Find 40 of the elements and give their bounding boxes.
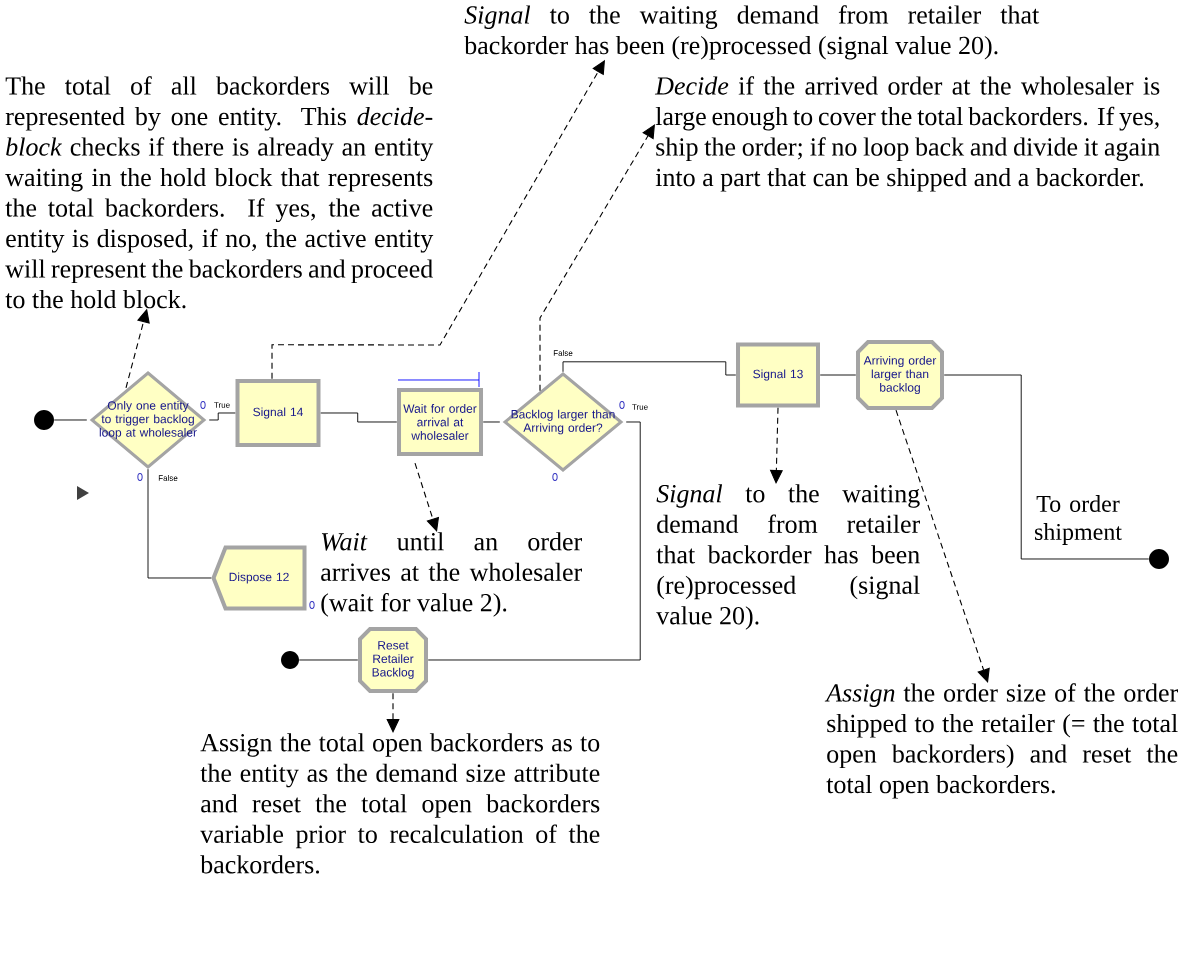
leader-line — [414, 462, 440, 532]
connector — [147, 468, 212, 579]
annotation-text: Signal to the waiting demand from retailer that backorder has been (re)processed (signal value 20). — [464, 5, 1040, 60]
connector — [320, 412, 398, 423]
counter-label: 0 — [619, 401, 625, 409]
connector — [943, 374, 1150, 560]
edge-label: True — [631, 403, 649, 411]
connector — [562, 361, 737, 376]
process-box: Wait for order arrival at wholesaler — [397, 388, 483, 456]
counter-label: 0 — [200, 401, 206, 409]
annotation-text: Assign the order size of the order shipped to the retailer (= the total open backorders) and reset the total open backorders. — [824, 683, 1178, 799]
connector — [208, 412, 236, 421]
connector — [53, 419, 88, 421]
connector — [482, 421, 501, 423]
annotation-text: Signal to the waiting demand from retailer that backorder has been (re)processed (signal value 20). — [656, 484, 920, 630]
annotation-text: The total of all backorders will be represented by one entity. This decide-block checks if there is already an entity waiting in the hold block that represents the total backorders. If yes, the active entity is disposed, if no, the active entity will represent the backorders and proceed to the hold block. — [5, 76, 434, 309]
connector-dot — [281, 651, 299, 669]
annotation-text: Wait until an order arrives at the wholesaler (wait for value 2). — [321, 532, 582, 617]
edge-label: To order shipment — [1022, 494, 1134, 546]
connector-dot — [34, 410, 54, 430]
edge-label: False — [552, 349, 574, 357]
connector-dot — [1149, 549, 1169, 569]
leader-line — [386, 692, 400, 733]
process-box: Signal 13 — [736, 342, 820, 408]
connector — [298, 659, 359, 661]
assign-block: Arriving order larger than backlog — [856, 340, 944, 410]
counter-label: 0 — [552, 473, 558, 481]
assign-block: Reset Retailer Backlog — [358, 627, 428, 693]
connector — [819, 374, 857, 376]
annotation-text: Assign the total open backorders as to the entity as the demand size attribute and reset the total open backorders variable prior to recalculation of the backorders. — [200, 733, 600, 874]
dispose-block: Dispose 12 — [211, 545, 307, 611]
leader-line — [539, 124, 655, 392]
counter-label: 0 — [137, 473, 143, 481]
edge-label: True — [213, 401, 231, 409]
annotation-text: Decide if the arrived order at the wholesaler is large enough to cover the total backorders. If yes, ship the order; if no loop back and divide it again into a part that can be shipped and a backorder. — [654, 76, 1160, 192]
leader-line — [895, 409, 990, 683]
connector — [427, 421, 641, 661]
process-box: Signal 14 — [235, 379, 321, 447]
edge-label: False — [157, 474, 179, 482]
counter-label: 0 — [309, 601, 315, 609]
